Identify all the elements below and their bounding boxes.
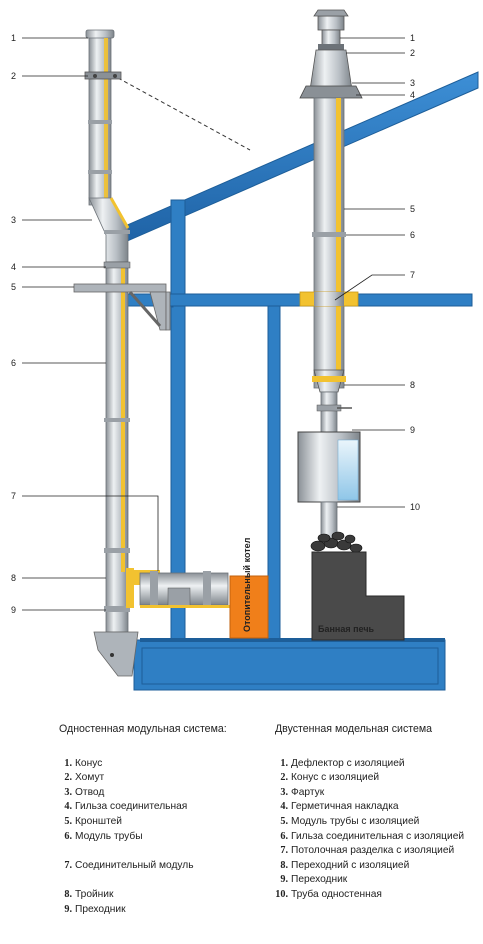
inner-post xyxy=(267,305,281,641)
stones xyxy=(310,531,363,553)
building-frame xyxy=(119,199,473,691)
legend-right-item: 7.Потолочная разделка с изоляцией xyxy=(280,845,455,857)
callout-left-9: 9 xyxy=(11,605,16,615)
callout-left-5: 5 xyxy=(11,282,16,292)
callout-left-6: 6 xyxy=(11,358,16,368)
legend-left-item: 5.Кронштей xyxy=(64,815,122,827)
legend-left-item: 3.Отвод xyxy=(64,786,105,798)
deflector xyxy=(317,15,345,31)
legend-right-item: 4.Герметичная накладка xyxy=(280,801,399,813)
callouts-right xyxy=(334,37,405,508)
callout-right-4: 4 xyxy=(410,90,415,100)
legend-left-item: 9.Преходник xyxy=(64,903,126,915)
legend-right-item: 5.Модуль трубы с изоляцией xyxy=(280,815,420,827)
callout-right-6: 6 xyxy=(410,230,415,240)
legend-left-item: 1.Конус xyxy=(64,757,103,769)
legend-right-item: 6.Гильза соединительная с изоляцией xyxy=(280,830,465,842)
callout-right-3: 3 xyxy=(410,78,415,88)
bracket-left xyxy=(73,283,171,331)
callout-right-10: 10 xyxy=(410,502,420,512)
callout-right-8: 8 xyxy=(410,380,415,390)
cone-right xyxy=(309,49,353,91)
boiler xyxy=(229,575,269,639)
cone-left xyxy=(85,29,115,39)
legend-right-item: 3.Фартук xyxy=(280,786,325,798)
callout-left-4: 4 xyxy=(11,262,16,272)
legend-right-title: Двустенная модельная система xyxy=(275,723,433,735)
legend-right-item: 2.Конус с изоляцией xyxy=(280,772,380,784)
legend-left-item: 8.Тройник xyxy=(64,888,114,900)
callout-labels-right: 1 2 3 4 5 6 7 8 9 10 xyxy=(410,33,420,512)
callout-right-5: 5 xyxy=(410,204,415,214)
legend-right-item: 10.Труба одностенная xyxy=(275,888,382,900)
condensate-cap xyxy=(93,631,139,677)
legend-double-wall: Двустенная модельная система 1.Дефлектор… xyxy=(275,722,480,903)
legend-left-item: 2.Хомут xyxy=(64,772,105,784)
callout-left-7: 7 xyxy=(11,491,16,501)
callouts-left xyxy=(22,37,159,611)
boiler-label: Отопительный котел xyxy=(242,537,252,632)
callout-left-8: 8 xyxy=(11,573,16,583)
clamp-left xyxy=(84,71,122,80)
callout-left-3: 3 xyxy=(11,215,16,225)
callout-left-1: 1 xyxy=(11,33,16,43)
chimney-diagram: Отопительный котел xyxy=(11,9,479,691)
legend-left-item: 7.Соединительный модуль xyxy=(64,859,194,871)
stove-label: Банная печь xyxy=(318,624,375,634)
dashed-guide-line xyxy=(117,77,251,151)
legend-left-item: 6.Модуль трубы xyxy=(64,830,143,842)
ceiling-beam xyxy=(119,293,473,307)
legend-right-item: 9.Переходник xyxy=(280,874,348,886)
callout-right-2: 2 xyxy=(410,48,415,58)
sauna-stove xyxy=(311,551,405,641)
floor-inner xyxy=(141,647,439,685)
connector-pipe xyxy=(139,571,232,608)
legend-left-item: 4.Гильза соединительная xyxy=(64,801,188,813)
callout-right-7: 7 xyxy=(410,270,415,280)
callout-labels-left: 1 2 3 4 5 6 7 8 9 xyxy=(11,33,16,615)
callout-left-2: 2 xyxy=(11,71,16,81)
right-wall-post xyxy=(170,305,174,308)
callout-right-9: 9 xyxy=(410,425,415,435)
apron xyxy=(299,85,363,99)
legend-single-wall: Одностенная модульная система: 1.Конус 2… xyxy=(59,722,269,917)
floor-surface xyxy=(140,638,445,642)
right-chimney: Банная печь xyxy=(297,9,405,641)
legend-right-item: 1.Дефлектор с изоляцией xyxy=(280,757,405,769)
legend-right-item: 8.Переходний с изоляцией xyxy=(280,859,410,871)
callout-right-1: 1 xyxy=(410,33,415,43)
legend-left-title: Одностенная модульная система: xyxy=(59,723,227,735)
